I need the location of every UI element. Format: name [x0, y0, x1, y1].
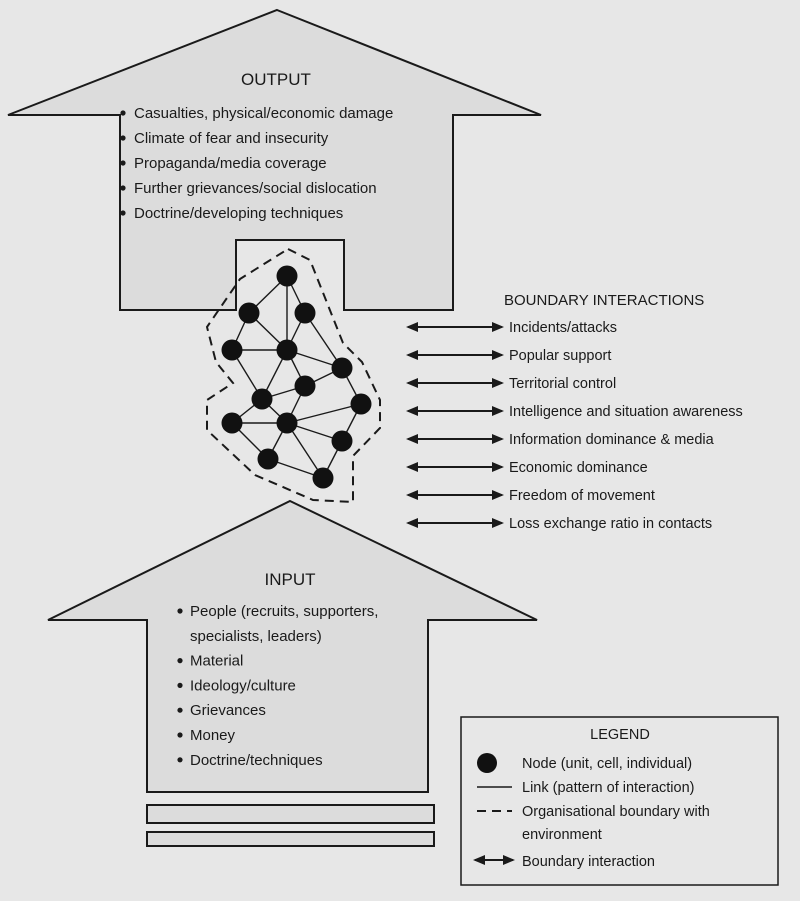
network-node [276, 339, 298, 361]
boundary-interaction-label: Popular support [509, 348, 611, 364]
network-link [286, 422, 324, 479]
input-item: People (recruits, supporters, [190, 603, 378, 620]
network-node [221, 339, 243, 361]
network-link [286, 403, 362, 424]
boundary-interaction-label: Economic dominance [509, 460, 648, 476]
network-node [294, 375, 316, 397]
input-list: People (recruits, supporters, specialists… [177, 603, 378, 769]
boundary-interaction-label: Freedom of movement [509, 488, 655, 504]
input-item: Material [190, 653, 243, 670]
output-item: Propaganda/media coverage [134, 155, 327, 172]
legend-interaction-label: Boundary interaction [522, 854, 655, 870]
input-base-bar-1 [146, 804, 435, 824]
output-bullet [120, 185, 126, 191]
input-bullet [177, 682, 183, 689]
output-bullet [120, 135, 126, 141]
network [205, 247, 381, 504]
legend-link-label: Link (pattern of interaction) [522, 780, 694, 796]
boundary-interaction-label: Territorial control [509, 376, 616, 392]
network-node [312, 467, 334, 489]
input-bullet [177, 757, 183, 763]
input-item: specialists, leaders) [190, 628, 322, 645]
input-base-bar-2 [146, 831, 435, 847]
input-item: Grievances [190, 702, 266, 719]
network-node [251, 388, 273, 410]
output-title: OUTPUT [241, 70, 311, 89]
input-arrow-shape [47, 499, 538, 793]
boundary-title: BOUNDARY INTERACTIONS [504, 292, 704, 309]
network-node [221, 412, 243, 434]
legend-node-symbol [477, 753, 497, 773]
output-bullet [120, 210, 126, 216]
input-bullet [177, 707, 183, 713]
output-item: Doctrine/developing techniques [134, 205, 343, 222]
output-item: Casualties, physical/economic damage [134, 105, 393, 122]
boundary-interaction-label: Incidents/attacks [509, 320, 617, 336]
output-arrow-shape [7, 8, 542, 311]
boundary-interactions: BOUNDARY INTERACTIONS Incidents/attacksP… [406, 292, 743, 532]
input-item: Doctrine/techniques [190, 752, 323, 769]
legend-boundary-label-2: environment [522, 827, 602, 843]
network-link [304, 312, 343, 369]
legend-boundary-label-1: Organisational boundary with [522, 804, 710, 820]
network-node [276, 265, 298, 287]
output-item: Further grievances/social dislocation [134, 180, 377, 197]
input-item: Ideology/culture [190, 677, 296, 694]
boundary-interaction-label: Information dominance & media [509, 432, 715, 448]
output-arrow: OUTPUT Casualties, physical/economic dam… [7, 8, 542, 311]
legend-node-label: Node (unit, cell, individual) [522, 756, 692, 772]
boundary-interaction-label: Intelligence and situation awareness [509, 404, 743, 420]
network-node [331, 357, 353, 379]
output-bullet [120, 110, 126, 116]
network-nodes [221, 265, 372, 489]
output-list: Casualties, physical/economic damageClim… [120, 105, 393, 222]
network-node [257, 448, 279, 470]
input-bullet [177, 732, 183, 738]
network-node [350, 393, 372, 415]
network-node [294, 302, 316, 324]
network-node [276, 412, 298, 434]
input-arrow: INPUT People (recruits, supporters, speci… [47, 499, 538, 847]
boundary-interaction-label: Loss exchange ratio in contacts [509, 516, 712, 532]
input-title: INPUT [265, 570, 316, 589]
input-item: Money [190, 727, 236, 744]
output-bullet [120, 160, 126, 166]
input-bullet [177, 608, 183, 614]
legend: LEGEND Node (unit, cell, individual) Lin… [460, 716, 779, 886]
network-node [238, 302, 260, 324]
network-node [331, 430, 353, 452]
organisational-boundary [205, 247, 381, 504]
output-item: Climate of fear and insecurity [134, 130, 329, 147]
input-bullet [177, 658, 183, 664]
legend-title: LEGEND [590, 727, 650, 743]
